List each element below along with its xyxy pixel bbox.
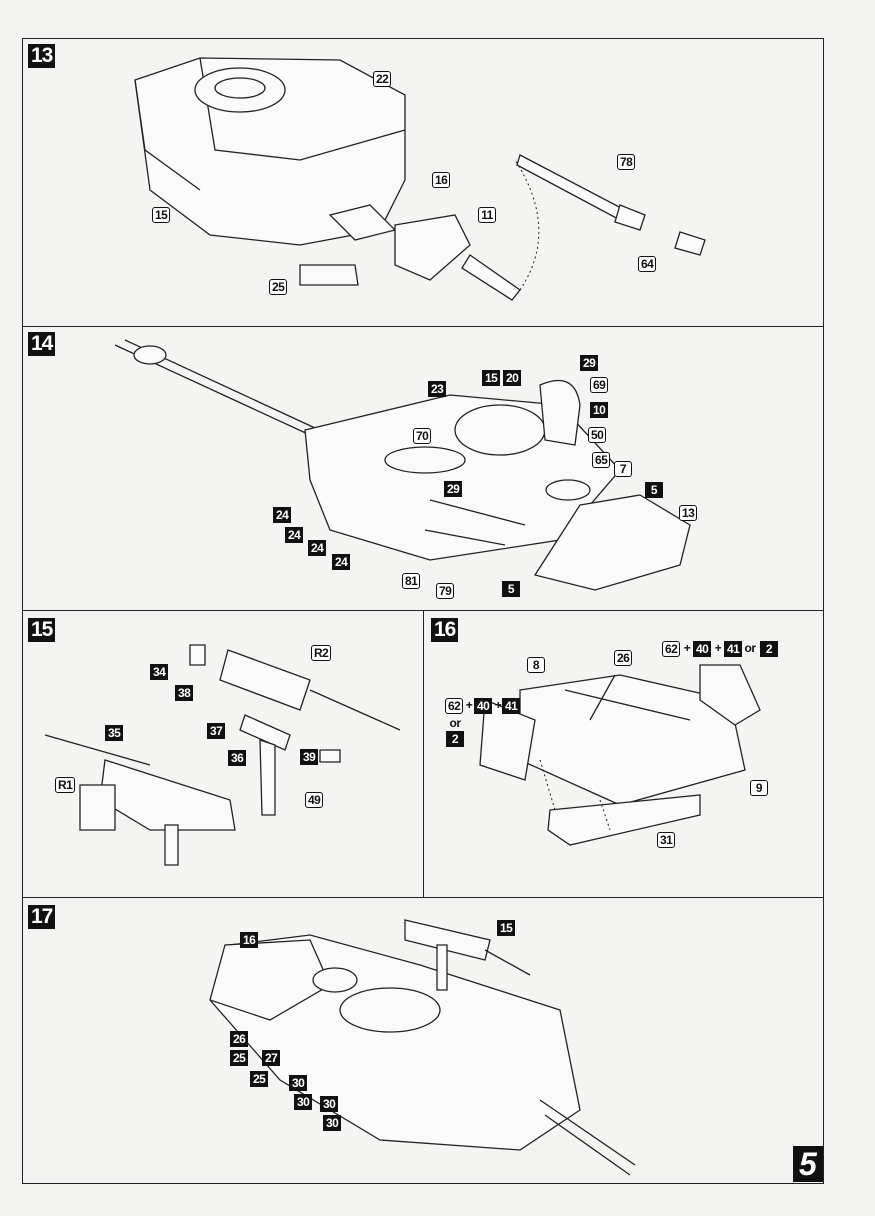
part-label: 15 — [152, 207, 171, 223]
plus-sign: + — [714, 641, 722, 655]
part-label: 30 — [289, 1075, 308, 1091]
part-label: 25 — [250, 1071, 269, 1087]
part-label: 22 — [373, 71, 392, 87]
part-label: 50 — [588, 427, 607, 443]
part-label: 2 — [760, 641, 778, 657]
part-label: 36 — [228, 750, 247, 766]
part-label: 49 — [305, 792, 324, 808]
step-17-panel — [22, 897, 824, 1184]
part-label: 24 — [308, 540, 327, 556]
page-number: 5 — [793, 1146, 823, 1182]
part-label: 27 — [262, 1050, 281, 1066]
step-15-number: 15 — [28, 618, 56, 642]
part-label: 15 — [497, 920, 516, 936]
part-label: 62 — [662, 641, 681, 657]
step-15-panel — [22, 610, 424, 898]
part-label: 41 — [502, 698, 521, 714]
part-label: 10 — [590, 402, 609, 418]
part-label: 30 — [294, 1094, 313, 1110]
part-label: 34 — [150, 664, 169, 680]
part-label: 26 — [614, 650, 633, 666]
part-label: 35 — [105, 725, 124, 741]
part-label: 38 — [175, 685, 194, 701]
part-label: 25 — [269, 279, 288, 295]
part-label: 30 — [320, 1096, 339, 1112]
part-label: 8 — [527, 657, 545, 673]
part-label: 29 — [580, 355, 599, 371]
part-label: 25 — [230, 1050, 249, 1066]
step-14-number: 14 — [28, 332, 56, 356]
step-13-panel — [22, 38, 824, 327]
part-label: 13 — [679, 505, 698, 521]
part-label: 70 — [413, 428, 432, 444]
plus-sign: + — [465, 698, 473, 712]
part-label: 23 — [428, 381, 447, 397]
part-label: 24 — [332, 554, 351, 570]
part-label: 24 — [273, 507, 292, 523]
part-label: 78 — [617, 154, 636, 170]
or-text: or — [744, 641, 757, 655]
part-label: R1 — [55, 777, 76, 793]
part-label: 40 — [693, 641, 712, 657]
step-14-panel — [22, 326, 824, 611]
plus-sign: + — [494, 698, 502, 712]
part-label: 31 — [657, 832, 676, 848]
part-label: 37 — [207, 723, 226, 739]
part-label: 39 — [300, 749, 319, 765]
part-label: 24 — [285, 527, 304, 543]
part-label: 41 — [724, 641, 743, 657]
part-label: 26 — [230, 1031, 249, 1047]
part-label: 40 — [474, 698, 493, 714]
part-label: 29 — [444, 481, 463, 497]
part-label: 30 — [323, 1115, 342, 1131]
part-label: 5 — [502, 581, 520, 597]
part-label: 64 — [638, 256, 657, 272]
part-label: 81 — [402, 573, 421, 589]
part-label: 69 — [590, 377, 609, 393]
part-label: 7 — [614, 461, 632, 477]
step-16-number: 16 — [431, 618, 459, 642]
part-label: 62 — [445, 698, 464, 714]
part-label: 11 — [478, 207, 496, 223]
part-label: 16 — [432, 172, 451, 188]
step-17-number: 17 — [28, 905, 56, 929]
or-text: or — [449, 716, 462, 730]
part-label: 9 — [750, 780, 768, 796]
step-13-number: 13 — [28, 44, 56, 68]
part-label: 16 — [240, 932, 259, 948]
part-label: 65 — [592, 452, 611, 468]
part-label: 79 — [436, 583, 455, 599]
part-label: R2 — [311, 645, 332, 661]
plus-sign: + — [683, 641, 691, 655]
part-label: 2 — [446, 731, 464, 747]
part-label: 20 — [503, 370, 522, 386]
part-label: 15 — [482, 370, 501, 386]
part-label: 5 — [645, 482, 663, 498]
